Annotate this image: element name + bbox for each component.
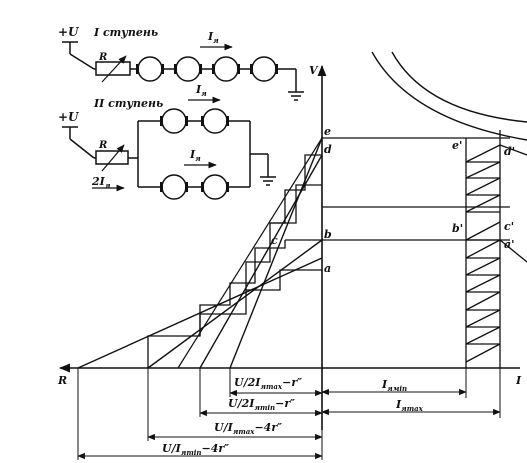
point-c: c xyxy=(271,234,278,247)
point-e: e xyxy=(324,125,331,138)
motor-8 xyxy=(202,174,228,200)
point-b-prime: b' xyxy=(452,222,463,235)
stage-label-2: II ступень xyxy=(93,97,163,110)
motor-4 xyxy=(251,56,277,82)
dim-3-label: U/Iяmax−4r″ xyxy=(214,421,282,436)
current-label-lower: Iя xyxy=(189,148,201,163)
dim-2: U/2Iяmin−r″ xyxy=(199,368,323,417)
point-d-prime: d' xyxy=(504,145,515,158)
current-arrow-lower: Iя xyxy=(184,148,217,169)
current-label-upper: Iя xyxy=(195,83,207,98)
dim-4: U/Iяmin−4r″ xyxy=(77,368,323,460)
dim-3: U/Iяmax−4r″ xyxy=(147,368,323,441)
motor-5 xyxy=(161,108,187,134)
point-c-prime: c' xyxy=(504,220,514,233)
motor-6 xyxy=(202,108,228,134)
current-arrow-upper: Iя xyxy=(188,83,221,104)
point-d: d xyxy=(324,143,332,156)
point-a-prime: a' xyxy=(504,238,515,251)
dim-1: U/2Iяmax−r″ xyxy=(229,368,323,397)
dim-i-max-label: Iяmax xyxy=(395,398,424,413)
motor-1 xyxy=(137,56,163,82)
point-b: b xyxy=(324,228,332,241)
graph: V R I e d c b a xyxy=(57,51,527,460)
ground-symbol-2 xyxy=(260,176,276,186)
ground-symbol-1 xyxy=(288,91,304,101)
dim-i-min: Iямin xyxy=(321,378,467,396)
char-line-r4 xyxy=(229,137,323,369)
supply-terminal-1 xyxy=(62,41,95,70)
dim-i-max: Iяmax xyxy=(321,398,501,416)
circuit-stage-2: +U II ступень R 2Iя xyxy=(58,83,276,200)
motor-3 xyxy=(213,56,239,82)
dim-1-label: U/2Iяmax−r″ xyxy=(234,376,302,391)
current-label-1: Iя xyxy=(207,30,219,45)
r-axis-label: R xyxy=(57,374,67,387)
source-current-label: 2Iя xyxy=(91,175,111,190)
current-arrow-1: Iя xyxy=(200,30,233,51)
parallel-branches xyxy=(137,108,269,200)
dim-4-label: U/Iяmin−4r″ xyxy=(162,442,229,457)
i-axis-label: I xyxy=(515,374,522,387)
resistor-label-1: R xyxy=(98,52,107,63)
dim-i-min-label: Iямin xyxy=(381,378,407,393)
left-staircase xyxy=(147,154,322,368)
v-axis-label: V xyxy=(309,64,319,77)
supply-label-1: +U xyxy=(58,25,80,39)
char-line-r5 xyxy=(177,137,323,369)
hyperbola-upper-2 xyxy=(391,51,527,123)
supply-label-2: +U xyxy=(58,110,80,124)
motor-series-1 xyxy=(136,56,297,92)
supply-terminal-2 xyxy=(62,126,95,159)
resistor-label-2: R xyxy=(98,140,107,151)
point-a: a xyxy=(324,262,331,275)
motor-7 xyxy=(161,174,187,200)
motor-2 xyxy=(175,56,201,82)
point-e-prime: e' xyxy=(452,139,462,152)
dim-2-label: U/2Iяmin−r″ xyxy=(228,397,295,412)
circuit-stage-1: +U I ступень R xyxy=(58,25,304,101)
hyperbola-upper xyxy=(371,51,527,141)
char-line-r2 xyxy=(147,239,323,369)
variable-resistor-2 xyxy=(94,144,138,172)
stage-label-1: I ступень xyxy=(93,26,158,39)
right-sawtooth xyxy=(465,130,527,368)
variable-resistor-1 xyxy=(94,55,138,83)
